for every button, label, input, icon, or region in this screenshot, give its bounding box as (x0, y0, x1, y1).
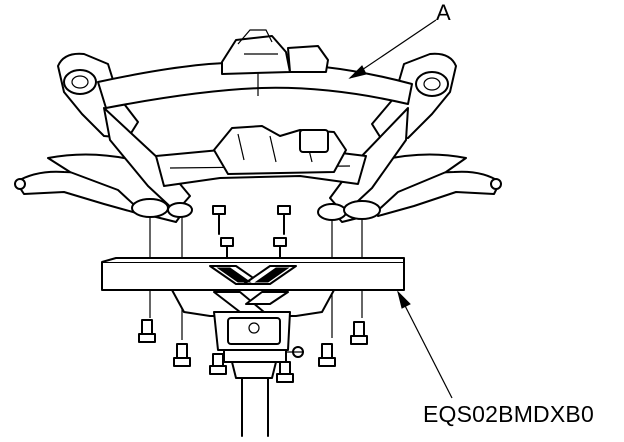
upper-strut-brace (57, 29, 457, 141)
rear-subframe (14, 107, 502, 223)
bolt-icon (173, 343, 191, 367)
bolt-icon (209, 353, 227, 375)
bolt-icon (318, 343, 336, 367)
leader-lines (348, 19, 453, 399)
alignment-guides (149, 216, 363, 340)
support-plate (101, 257, 405, 291)
bolt-icon (212, 205, 226, 235)
bolt-icon (138, 319, 156, 343)
figure-code: EQS02BMDXB0 (423, 401, 594, 427)
bolt-icon (277, 205, 291, 235)
transmission-jack (171, 289, 335, 437)
lower-mount-bolts (138, 319, 368, 383)
upper-mount-bolts (212, 205, 291, 265)
callout-label-a: A (436, 0, 451, 25)
bolt-icon (276, 361, 294, 383)
bolt-icon (350, 321, 368, 345)
